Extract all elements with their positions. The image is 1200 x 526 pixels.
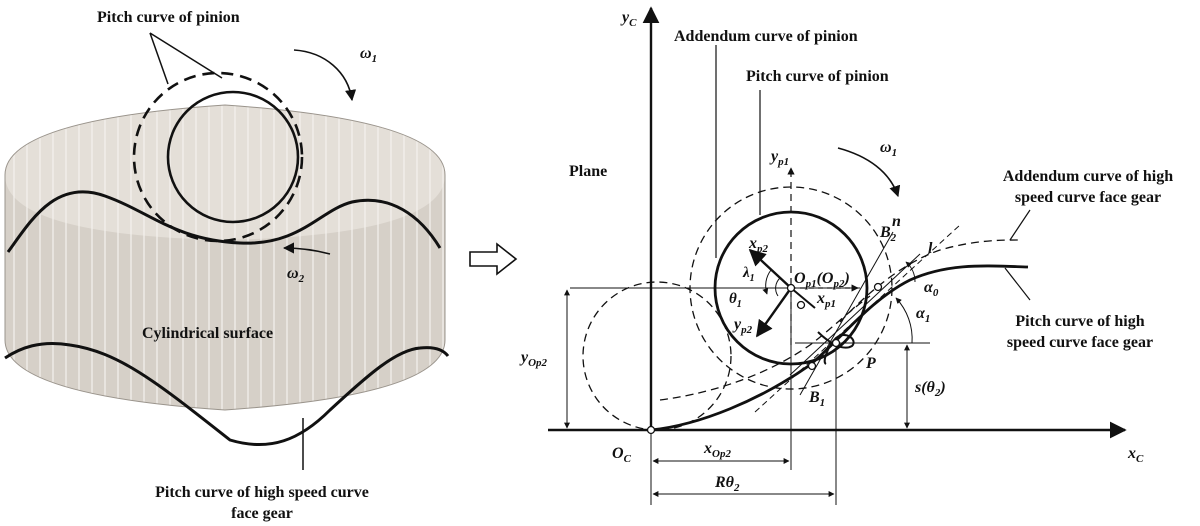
label-yop2: yOp2: [519, 349, 548, 369]
label-yp1: yp1: [769, 148, 789, 168]
point-oc: [646, 425, 656, 435]
label-addendum-pinion: Addendum curve of pinion: [674, 28, 858, 45]
line-l: [789, 253, 921, 376]
leader-pitch-face: [1004, 267, 1031, 301]
label-pitch-curve-pinion: Pitch curve of pinion: [97, 9, 240, 26]
arc-alpha1: [895, 297, 913, 344]
label-l: l: [928, 240, 933, 257]
cylinder-stripes: [13, 105, 444, 410]
label-bottom-curve-line1: Pitch curve of high speed curve: [155, 484, 369, 501]
label-xp1: xp1: [816, 290, 836, 310]
point-op1: [786, 283, 796, 293]
point-b2: [873, 282, 883, 292]
pinion-circle-dashed-origin: [582, 281, 732, 431]
label-pitch-face-line2: speed curve face gear: [1007, 334, 1153, 351]
label-rtheta2: Rθ2: [714, 474, 740, 494]
label-omega2: ω2: [287, 265, 305, 285]
label-alpha1: α1: [916, 305, 930, 325]
arc-alpha0: [905, 261, 916, 283]
label-b1: B1: [808, 389, 825, 409]
label-alpha0: α0: [924, 279, 939, 299]
label-bottom-curve-line2: face gear: [231, 505, 293, 522]
label-n: n: [892, 213, 901, 230]
rotation-arrow-omega1: [293, 49, 357, 102]
label-yp2: yp2: [732, 316, 753, 336]
label-p: P: [865, 355, 876, 372]
label-s-theta2: s(θ2): [914, 379, 946, 399]
lower-wave-curve: [4, 341, 450, 447]
pinion-circle-solid: [166, 90, 300, 224]
point-b1: [807, 361, 817, 371]
yp2-axis: [756, 287, 792, 338]
label-omega1-right: ω1: [880, 139, 897, 159]
label-addendum-face-line2: speed curve face gear: [1015, 189, 1161, 206]
leader-line: [149, 32, 169, 85]
label-oc: OC: [612, 445, 632, 465]
label-pitch-pinion: Pitch curve of pinion: [746, 68, 889, 85]
upper-wave-curve: [6, 190, 442, 253]
face-gear-pitch-curve: [650, 264, 1029, 432]
label-op1-op2: Op1(Op2): [794, 270, 850, 290]
right-figure: yC xC OC Addendum curve of pinion Pitch …: [519, 6, 1173, 505]
label-b2: B2: [879, 224, 897, 244]
label-cylindrical-surface: Cylindrical surface: [142, 325, 273, 342]
label-plane: Plane: [569, 163, 607, 180]
xp2-extension: [790, 287, 816, 309]
leader-line: [149, 32, 223, 79]
face-gear-addendum-curve: [839, 239, 1021, 323]
line-tangent: [754, 224, 961, 413]
label-theta1: θ1: [729, 291, 742, 310]
label-pitch-face-line1: Pitch curve of high: [1015, 313, 1144, 330]
point-inner: [796, 300, 806, 310]
rotation-arrow-omega1-right: [837, 147, 901, 198]
rotation-arrow-omega2: [282, 242, 331, 255]
pinion-circle-dashed: [132, 71, 304, 243]
label-yc: yC: [620, 9, 637, 29]
left-figure: Pitch curve of pinion ω1 ω2 Cylindrical …: [4, 9, 450, 522]
point-p: [831, 338, 841, 348]
cylinder-band: [4, 104, 446, 411]
arc-lambda1: [762, 269, 772, 295]
label-xc: xC: [1127, 445, 1144, 465]
dashed-curve: [659, 295, 871, 401]
xp2-axis: [748, 248, 792, 289]
label-xp2: xp2: [748, 235, 769, 255]
label-lambda1: λ1: [742, 265, 755, 284]
arc-theta1: [775, 277, 781, 297]
label-addendum-face-line1: Addendum curve of high: [1003, 168, 1173, 185]
transition-arrow-icon: [469, 242, 518, 276]
label-xop2: xOp2: [703, 440, 731, 460]
leader-addendum-face: [1009, 209, 1031, 241]
line-n: [799, 231, 894, 396]
label-omega1: ω1: [360, 45, 377, 65]
